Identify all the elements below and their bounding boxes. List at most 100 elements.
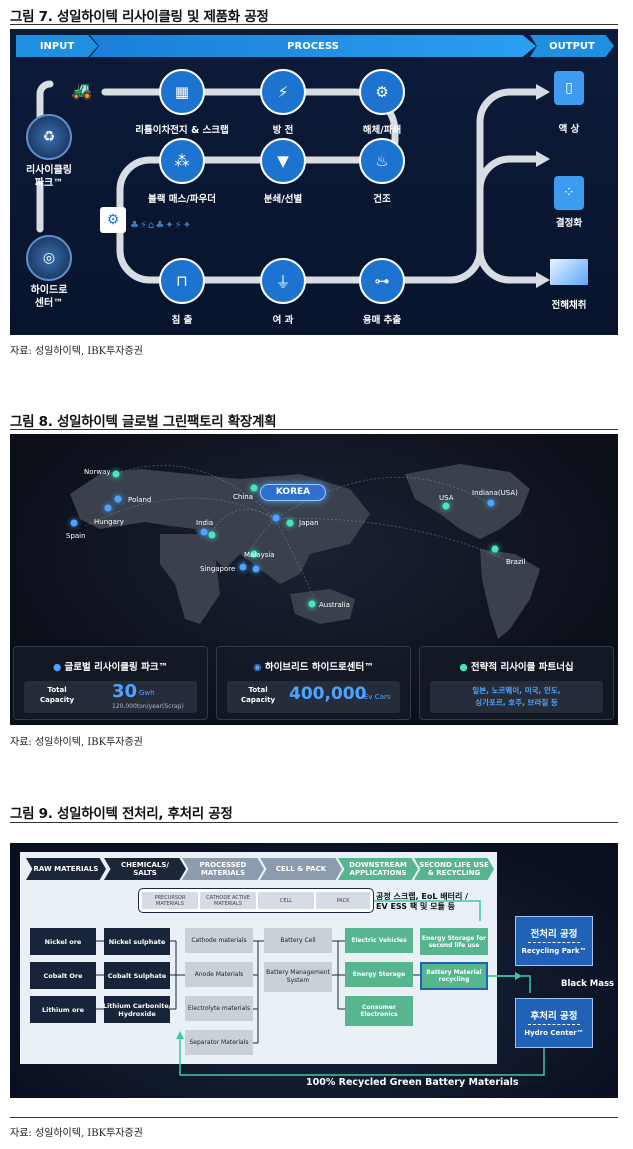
figure-8-world-map: Norway Poland Hungary Spain China India … [10, 434, 618, 725]
process-bar: PROCESS [90, 35, 536, 57]
city-label: Poland [128, 496, 152, 504]
filtration-icon: ⏚ [260, 258, 306, 304]
output-label: OUTPUT [549, 40, 595, 52]
battery-scrap-icon: ▦ [159, 69, 205, 115]
city-label: Singapore [200, 565, 236, 573]
map-marker [487, 499, 495, 507]
figure-7-source: 자료: 성일하이텍, IBK투자증권 [10, 346, 143, 357]
downstream-box: Consumer Electronics [345, 996, 413, 1026]
divider [10, 1117, 618, 1118]
process-label: PROCESS [287, 40, 339, 52]
leaching-icon: ⊓ [159, 258, 205, 304]
factory-icon: ⚙ [100, 207, 126, 233]
map-marker [442, 502, 450, 510]
map-marker [70, 519, 78, 527]
map-marker [114, 495, 122, 503]
step-label: 건조 [373, 194, 391, 205]
crystal-jar-icon: ⁘ [554, 176, 584, 210]
chevron-second-life: SECOND LIFE USE & RECYCLING [414, 858, 494, 880]
capacity-value: 400,000 [289, 684, 367, 704]
chevron-raw-materials: RAW MATERIALS [26, 858, 106, 880]
chevron-cell-pack: CELL & PACK [260, 858, 342, 880]
shredder-icon: ⚙ [359, 69, 405, 115]
city-label: Hungary [94, 518, 124, 526]
recycling-park-icon: ♻ [26, 114, 72, 160]
salt-box: Lithium Carbonite/ Hydroxide [103, 996, 171, 1023]
input-bar: INPUT [16, 35, 98, 57]
chevron-downstream: DOWNSTREAM APPLICATIONS [338, 858, 418, 880]
output-label: 액 상 [558, 124, 580, 135]
card-title: ● 전략적 리사이클 파트너십 [459, 662, 574, 673]
capacity-label: Total Capacity [40, 686, 75, 704]
post-process-box: 후처리 공정 Hydro Center™ [515, 998, 593, 1048]
step-label: 침 출 [171, 315, 193, 326]
black-mass-icon: ⁂ [159, 138, 205, 184]
liquid-bottle-icon: ▯ [554, 71, 584, 105]
pill-cathode-active: CATHODE ACTIVE MATERIALS [200, 892, 256, 909]
divider [10, 24, 618, 25]
post-process-title: 후처리 공정 [528, 1008, 580, 1025]
ore-box: Nickel ore [30, 928, 96, 955]
partnership-box: 일본, 노르웨이, 미국, 인도, 싱가포르, 호주, 브라질 등 [430, 681, 603, 713]
black-mass-label: Black Mass [561, 979, 615, 989]
card-title: ● 글로벌 리사이클링 파크™ [52, 662, 169, 673]
ore-box: Cobalt Ore [30, 962, 96, 989]
map-marker [250, 550, 258, 558]
card-title: ◉ 하이브리드 하이드로센터™ [253, 662, 374, 673]
city-label: China [233, 493, 253, 501]
step-label: 리튬이차전지 & 스크랩 [135, 125, 229, 136]
capacity-box: Total Capacity 30 Gwh 120,000ton/year(Sc… [24, 681, 197, 713]
footer-caption: 100% Recycled Green Battery Materials [306, 1077, 519, 1088]
input-label: INPUT [39, 40, 75, 52]
metal-sheet-icon [550, 259, 588, 285]
processed-box: Anode Materials [185, 962, 253, 987]
step-label: 용매 추출 [362, 315, 402, 326]
city-label: Brazil [506, 558, 526, 566]
solvent-extraction-icon: ⊶ [359, 258, 405, 304]
figure-9-pre-post-process: RAW MATERIALS CHEMICALS/ SALTS PROCESSED… [10, 843, 618, 1098]
capacity-sub: 120,000ton/year(Scrap) [112, 703, 184, 710]
pre-process-sub: Recycling Park™ [521, 947, 587, 955]
map-marker [308, 600, 316, 608]
city-label: Malaysia [244, 551, 275, 559]
map-marker [208, 531, 216, 539]
step-label: 분쇄/선별 [263, 194, 303, 205]
eco-icons: ♣⚡⌂♣✦⚡✦ [130, 220, 193, 231]
processed-box: Cathode materials [185, 928, 253, 953]
korea-badge: KOREA [260, 484, 326, 501]
step-label: 방 전 [272, 125, 294, 136]
card-hydro-center: ◉ 하이브리드 하이드로센터™ Total Capacity 400,000 E… [216, 646, 411, 720]
step-label: 해체/파쇄 [362, 125, 402, 136]
downstream-box: Electric Vehicles [345, 928, 413, 953]
output-label: 결정화 [555, 218, 583, 229]
second-life-box: Energy Storage for second life use [420, 928, 488, 955]
figure-8-source: 자료: 성일하이텍, IBK투자증권 [10, 737, 143, 748]
salt-box: Cobalt Sulphate [104, 962, 170, 989]
capacity-value: 30 [112, 681, 138, 702]
chevron-chemicals: CHEMICALS/ SALTS [104, 858, 186, 880]
figure-7-recycling-process: INPUT PROCESS OUTPUT 🚜 ⚙ ♣⚡⌂♣✦⚡✦ ♻ 리사이클링… [10, 29, 618, 335]
pill-cell: CELL [258, 892, 314, 909]
pill-pack: PACK [316, 892, 370, 909]
world-map-graphic [70, 464, 540, 639]
card-title-text: 하이브리드 하이드로센터™ [264, 662, 374, 673]
output-label: 전해채취 [551, 300, 587, 311]
map-marker [250, 484, 258, 492]
map-marker [491, 545, 499, 553]
figure-8-title: 그림 8. 성일하이텍 글로벌 그린팩토리 확장계획 [10, 414, 277, 430]
hydro-center-icon: ◎ [26, 235, 72, 281]
step-label: 블랙 매스/파우더 [148, 194, 216, 205]
downstream-box: Energy Storage [345, 962, 413, 987]
map-marker [239, 563, 247, 571]
separator-icon: ▼ [260, 138, 306, 184]
processed-box: Electrolyte materials [185, 996, 253, 1021]
figure-9-title: 그림 9. 성일하이텍 전처리, 후처리 공정 [10, 806, 233, 822]
salt-box: Nickel sulphate [104, 928, 170, 955]
city-label: Spain [66, 532, 86, 540]
card-title-text: 전략적 리사이클 파트너십 [470, 662, 574, 673]
cell-box: Battery Management System [264, 962, 332, 992]
map-marker-korea [272, 514, 280, 522]
capacity-unit: Gwh [139, 689, 155, 697]
hydro-center-label: 하이드로 센터™ [30, 285, 68, 309]
chevron-processed: PROCESSED MATERIALS [182, 858, 264, 880]
